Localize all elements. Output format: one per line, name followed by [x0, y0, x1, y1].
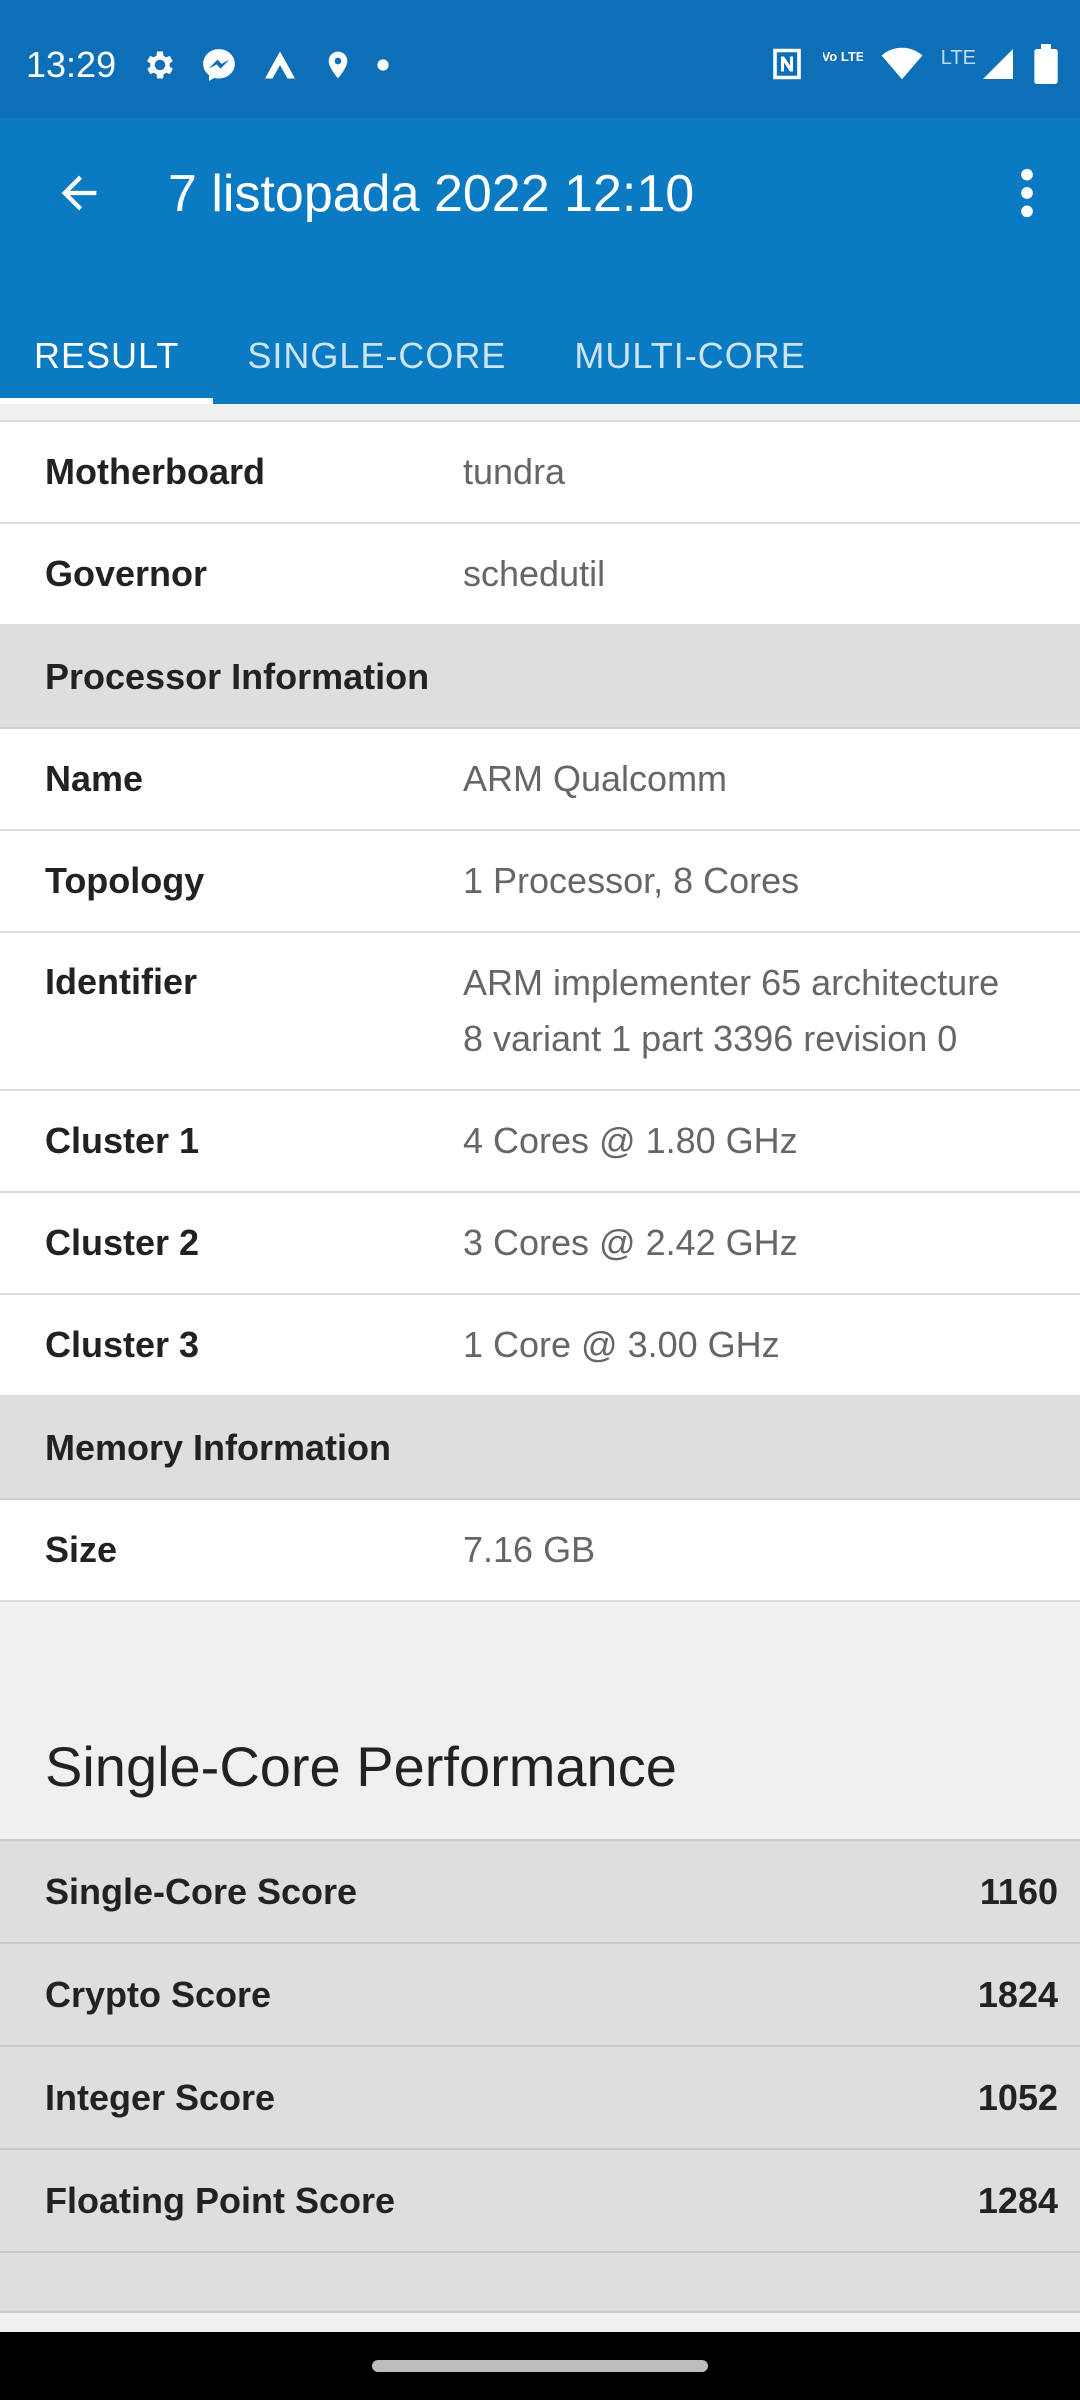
- arc-icon: [265, 51, 295, 79]
- info-value: tundra: [463, 451, 566, 492]
- info-value: 1 Processor, 8 Cores: [463, 860, 800, 901]
- status-time: 13:29: [26, 44, 117, 85]
- arrow-left-icon: [61, 175, 97, 211]
- info-row-cluster-3: Cluster 3 1 Core @ 3.00 GHz: [0, 1295, 1080, 1397]
- app-bar: 7 listopada 2022 12:10 RESULT SINGLE-COR…: [0, 118, 1080, 404]
- info-value: 4 Cores @ 1.80 GHz: [463, 1120, 798, 1161]
- tab-multi-core[interactable]: MULTI-CORE: [574, 335, 806, 376]
- info-row-cluster-1: Cluster 1 4 Cores @ 1.80 GHz: [0, 1091, 1080, 1193]
- info-label: Name: [45, 758, 144, 799]
- navigation-bar: [0, 2332, 1080, 2400]
- info-label: Cluster 1: [45, 1120, 200, 1161]
- info-label: Topology: [45, 860, 205, 901]
- score-value: 1284: [977, 2179, 1058, 2221]
- dot-icon: [377, 59, 389, 71]
- info-label: Cluster 2: [45, 1222, 200, 1263]
- info-label: Identifier: [45, 961, 198, 1002]
- score-value: 1160: [979, 1870, 1058, 1912]
- volte-icon: Vo LTE: [823, 49, 863, 64]
- info-value: ARM Qualcomm: [463, 758, 728, 799]
- score-value: 1052: [977, 2076, 1058, 2118]
- info-value: 3 Cores @ 2.42 GHz: [463, 1222, 798, 1263]
- single-core-performance-title: Single-Core Performance: [0, 1710, 1080, 1841]
- score-label: Floating Point Score: [45, 2179, 396, 2221]
- more-options-button[interactable]: [992, 158, 1062, 228]
- info-label: Size: [45, 1529, 118, 1570]
- more-vert-icon: [1021, 168, 1033, 218]
- lte-signal-icon: [983, 49, 1013, 79]
- tab-result[interactable]: RESULT: [0, 308, 214, 404]
- memory-section-heading: Memory Information: [0, 1397, 1080, 1500]
- info-row-motherboard: Motherboard tundra: [0, 422, 1080, 524]
- score-row-floating-point: Floating Point Score 1284: [0, 2150, 1080, 2253]
- gear-icon: [147, 51, 173, 79]
- tab-bar: RESULT SINGLE-CORE MULTI-CORE: [0, 308, 1080, 404]
- score-value: 1824: [977, 1973, 1058, 2015]
- info-label: Governor: [45, 553, 208, 594]
- location-icon: [328, 51, 348, 79]
- info-value: ARM implementer 65 architecture 8 varian…: [463, 962, 1000, 1059]
- info-row-governor: Governor schedutil: [0, 524, 1080, 626]
- notification-icons: [142, 46, 390, 84]
- result-content[interactable]: Motherboard tundra Governor schedutil Pr…: [0, 404, 1080, 2332]
- info-value: schedutil: [463, 553, 606, 594]
- status-bar: 13:29 Vo LTE LTE: [0, 0, 1080, 118]
- messenger-icon: [203, 49, 235, 81]
- info-label: Motherboard: [45, 451, 265, 492]
- page-title: 7 listopada 2022 12:10: [168, 165, 695, 223]
- info-row-topology: Topology 1 Processor, 8 Cores: [0, 831, 1080, 933]
- score-row-integer: Integer Score 1052: [0, 2047, 1080, 2150]
- svg-text:Vo LTE: Vo LTE: [823, 49, 863, 64]
- gesture-handle[interactable]: [372, 2360, 708, 2372]
- back-button[interactable]: [44, 158, 114, 228]
- score-label: Integer Score: [45, 2076, 276, 2118]
- tab-single-core[interactable]: SINGLE-CORE: [247, 335, 507, 376]
- info-row-cluster-2: Cluster 2 3 Cores @ 2.42 GHz: [0, 1193, 1080, 1295]
- section-spacer: [0, 1602, 1080, 1710]
- score-label: Single-Core Score: [45, 1870, 358, 1912]
- info-value: 1 Core @ 3.00 GHz: [463, 1324, 780, 1365]
- info-value: 7.16 GB: [463, 1529, 596, 1570]
- top-divider: [0, 404, 1080, 422]
- battery-icon: [1034, 44, 1058, 84]
- score-row-crypto: Crypto Score 1824: [0, 1944, 1080, 2047]
- wifi-icon: [881, 47, 923, 80]
- system-icons: Vo LTE LTE: [769, 44, 1058, 84]
- nfc-icon: [772, 48, 801, 80]
- info-label: Cluster 3: [45, 1324, 200, 1365]
- score-row-partial: [0, 2253, 1080, 2313]
- info-row-identifier: Identifier ARM implementer 65 architectu…: [0, 933, 1080, 1091]
- lte-label: LTE: [940, 46, 976, 69]
- processor-section-heading: Processor Information: [0, 626, 1080, 729]
- score-row-single-core: Single-Core Score 1160: [0, 1841, 1080, 1944]
- info-row-name: Name ARM Qualcomm: [0, 729, 1080, 831]
- score-label: Crypto Score: [45, 1973, 272, 2015]
- info-row-size: Size 7.16 GB: [0, 1500, 1080, 1602]
